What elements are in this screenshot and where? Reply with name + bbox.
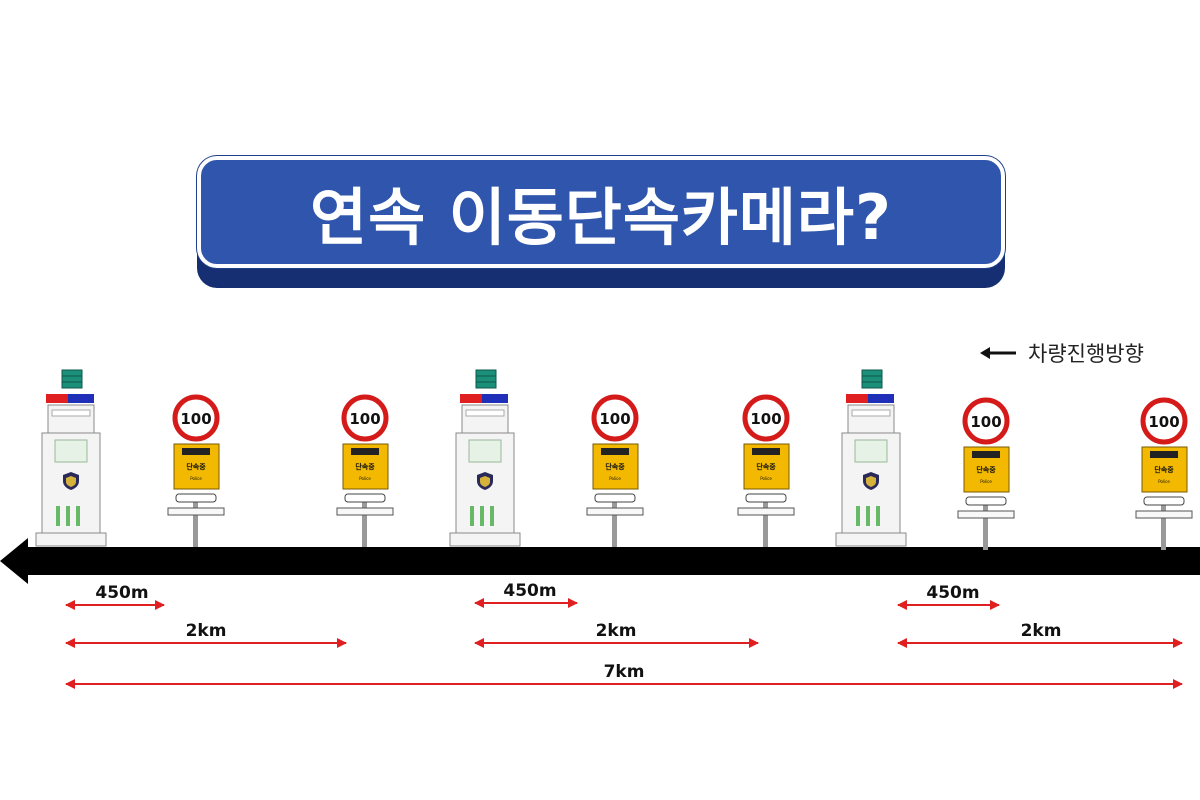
title-banner: 연속 이동단속카메라?: [197, 156, 1005, 268]
speed-sign: [337, 397, 393, 547]
dimension-label-450m-1: 450m: [95, 583, 148, 603]
speed-sign: [1136, 400, 1192, 550]
dimension-label-7km: 7km: [604, 662, 645, 682]
dimension-label-450m-3: 450m: [926, 583, 979, 603]
speed-sign: 100 단속중 Police: [167, 394, 225, 547]
dimension-label-2km-2: 2km: [596, 621, 637, 641]
page-title: 연속 이동단속카메라?: [310, 181, 892, 254]
speed-limit-number: 100: [180, 410, 211, 428]
road: [0, 538, 1200, 584]
speed-sign: [587, 397, 643, 547]
svg-text:Police: Police: [190, 476, 202, 481]
dimension-label-2km-1: 2km: [186, 621, 227, 641]
left-arrow-icon: [980, 347, 1016, 359]
direction-indicator: 차량진행방향: [980, 338, 1144, 368]
camera-tower: [35, 369, 107, 547]
speed-sign: [738, 397, 794, 547]
camera-tower: [835, 369, 907, 547]
dimension-label-2km-3: 2km: [1021, 621, 1062, 641]
speed-sign: [958, 400, 1014, 550]
direction-label: 차량진행방향: [1028, 342, 1144, 366]
svg-text:단속중: 단속중: [186, 462, 206, 471]
camera-tower: [449, 369, 521, 547]
dimension-label-450m-2: 450m: [503, 581, 556, 601]
dimension-lines: 450m 2km 450m 2km 450m 2km 7km: [65, 581, 1183, 689]
